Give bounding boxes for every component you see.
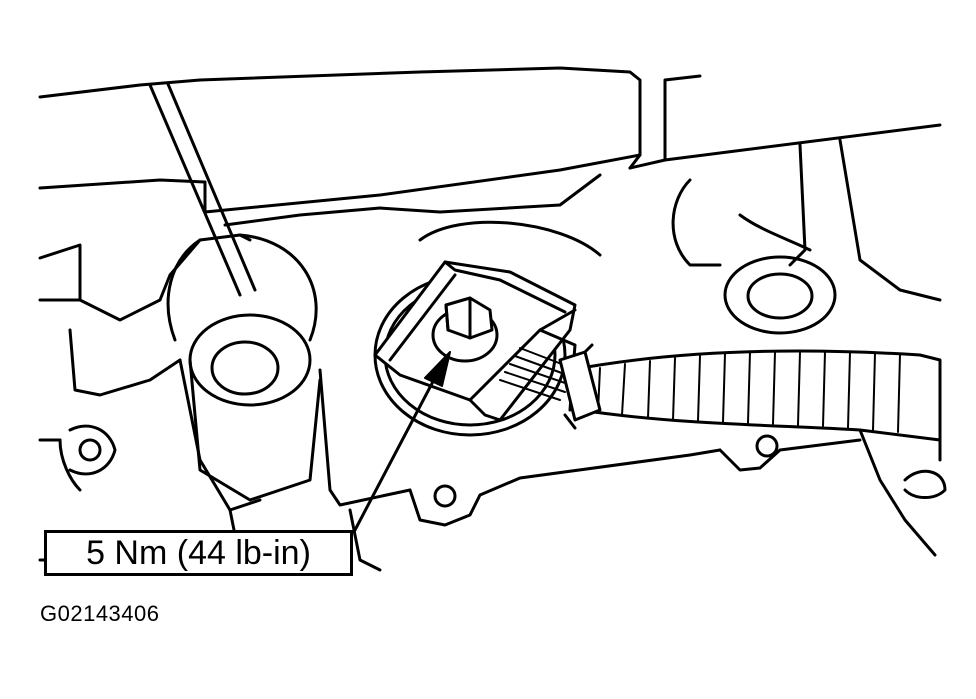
torque-value-text: 5 Nm (44 lb-in) [86,533,311,572]
callout-leader-arrow [353,351,451,532]
right-mounting-boss [671,138,942,335]
transmission-case [38,66,942,572]
wire-harness [558,343,942,557]
sensor-bolt [431,296,499,363]
figure-id-label: G02143406 [40,601,160,626]
left-mounting-boss [188,313,322,502]
torque-callout-label: 5 Nm (44 lb-in) [44,530,353,576]
bolt-holes [68,424,947,508]
